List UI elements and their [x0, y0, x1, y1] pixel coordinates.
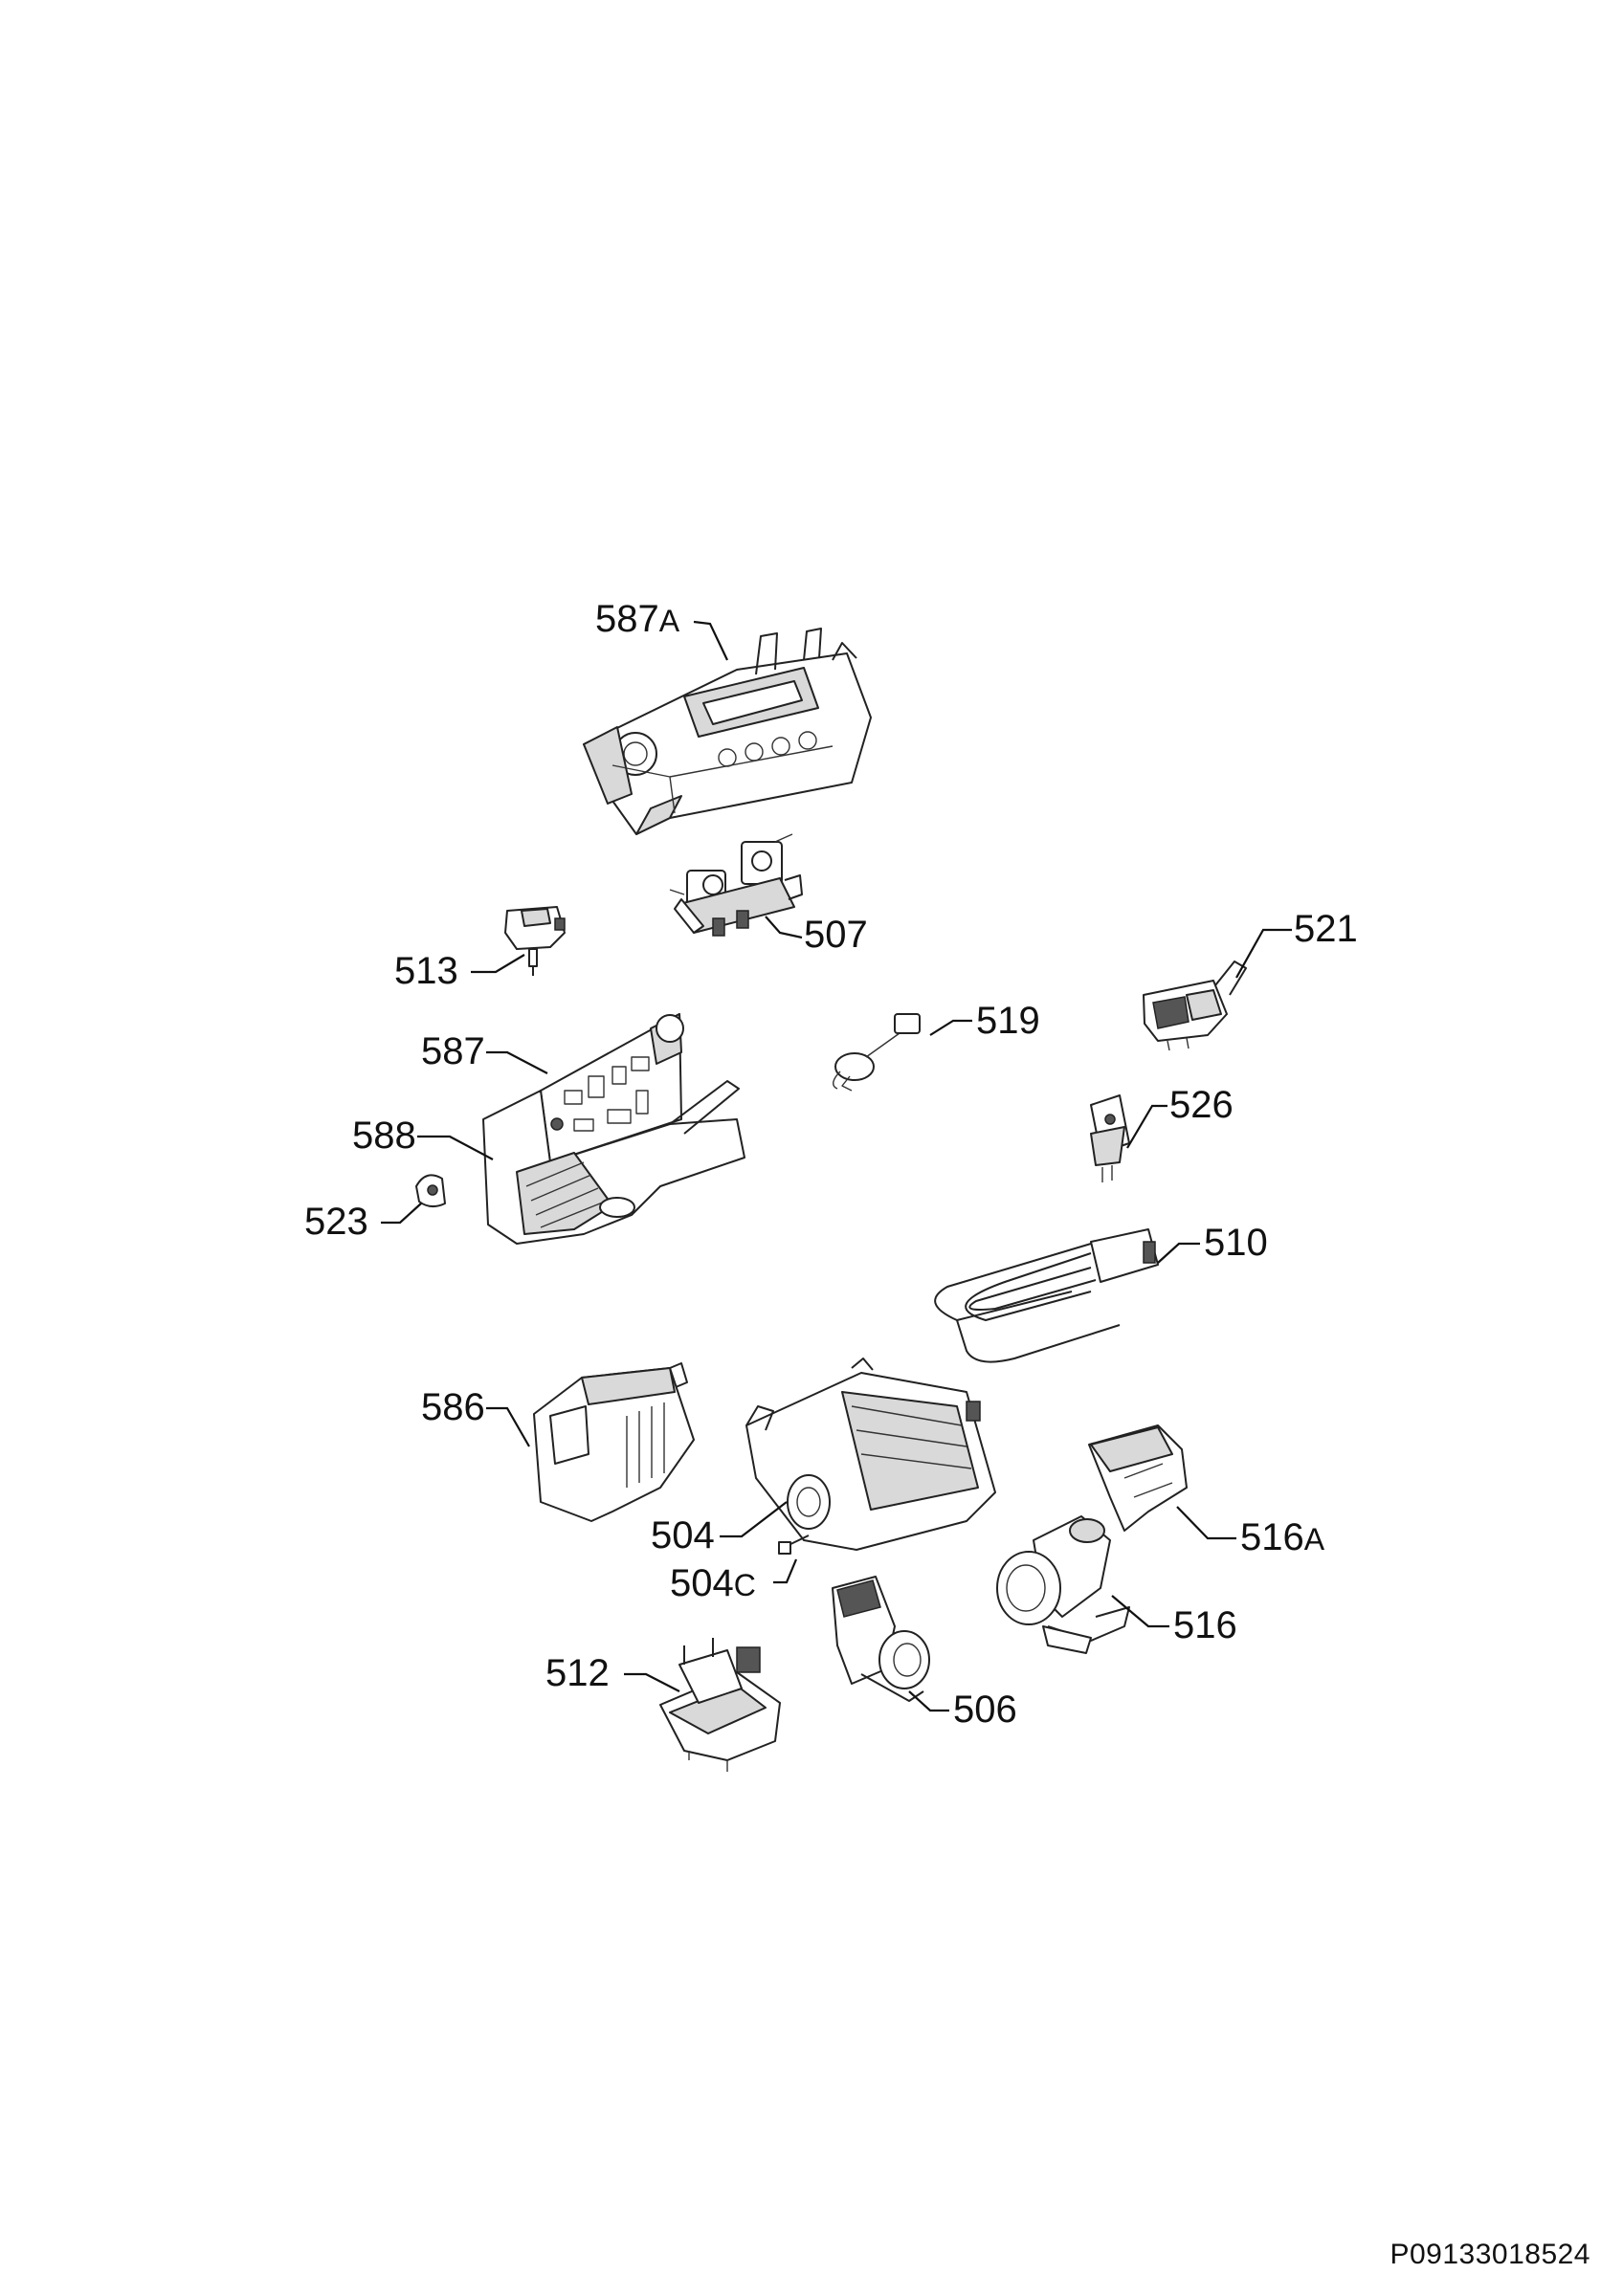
leader-510	[1157, 1242, 1200, 1264]
label-504: 504	[651, 1514, 715, 1556]
part-523-clip	[415, 1174, 446, 1207]
part-521-door-lock	[1143, 960, 1247, 1051]
label-516: 516	[1173, 1604, 1237, 1646]
leader-519	[929, 1019, 972, 1036]
leader-521	[1235, 928, 1292, 979]
part-507-inlet-valve	[669, 833, 803, 937]
leader-588	[417, 1135, 494, 1160]
label-513: 513	[394, 950, 458, 992]
part-587a-control-module	[583, 628, 872, 835]
label-586: 586	[421, 1386, 485, 1428]
leader-516a	[1176, 1506, 1236, 1540]
label-512: 512	[545, 1652, 610, 1694]
part-510-heating-element	[934, 1228, 1159, 1363]
label-507: 507	[804, 914, 868, 956]
part-516a-pump-cover	[1088, 1424, 1188, 1532]
label-506: 506	[953, 1689, 1017, 1731]
part-512-pressure-chamber	[659, 1638, 781, 1772]
leader-587a	[693, 620, 728, 661]
part-526-bracket	[1090, 1094, 1130, 1182]
label-587: 587	[421, 1030, 485, 1072]
leader-526	[1126, 1104, 1167, 1149]
leader-587	[486, 1050, 548, 1074]
drawing-reference-code: P09133018524	[1390, 2239, 1590, 2270]
label-526: 526	[1169, 1084, 1234, 1126]
part-513-pressure-switch	[504, 906, 566, 976]
part-504c-screw	[778, 1534, 810, 1555]
part-588-board-housing	[482, 1080, 745, 1245]
label-587a: 587A	[595, 598, 680, 640]
label-516a: 516A	[1240, 1516, 1325, 1558]
leader-504c	[773, 1558, 798, 1584]
leader-512	[624, 1672, 680, 1692]
leader-586	[486, 1406, 530, 1447]
leader-507	[765, 916, 803, 939]
leader-516	[1111, 1595, 1169, 1628]
part-519-sensor	[833, 1013, 921, 1092]
label-519: 519	[976, 1000, 1040, 1042]
label-523: 523	[304, 1201, 368, 1243]
leader-513	[471, 954, 525, 974]
part-586-inverter-unit	[533, 1362, 695, 1522]
leader-504	[720, 1501, 788, 1538]
leader-523	[381, 1203, 422, 1225]
label-510: 510	[1204, 1222, 1268, 1264]
part-504-motor	[745, 1358, 996, 1551]
label-504c: 504C	[670, 1562, 756, 1604]
label-588: 588	[352, 1115, 416, 1157]
part-506-drain-pump	[832, 1576, 930, 1702]
leader-506	[908, 1690, 949, 1712]
part-516-circulation-pump	[996, 1515, 1130, 1654]
label-521: 521	[1294, 908, 1358, 950]
part-587-power-board	[540, 1013, 684, 1163]
